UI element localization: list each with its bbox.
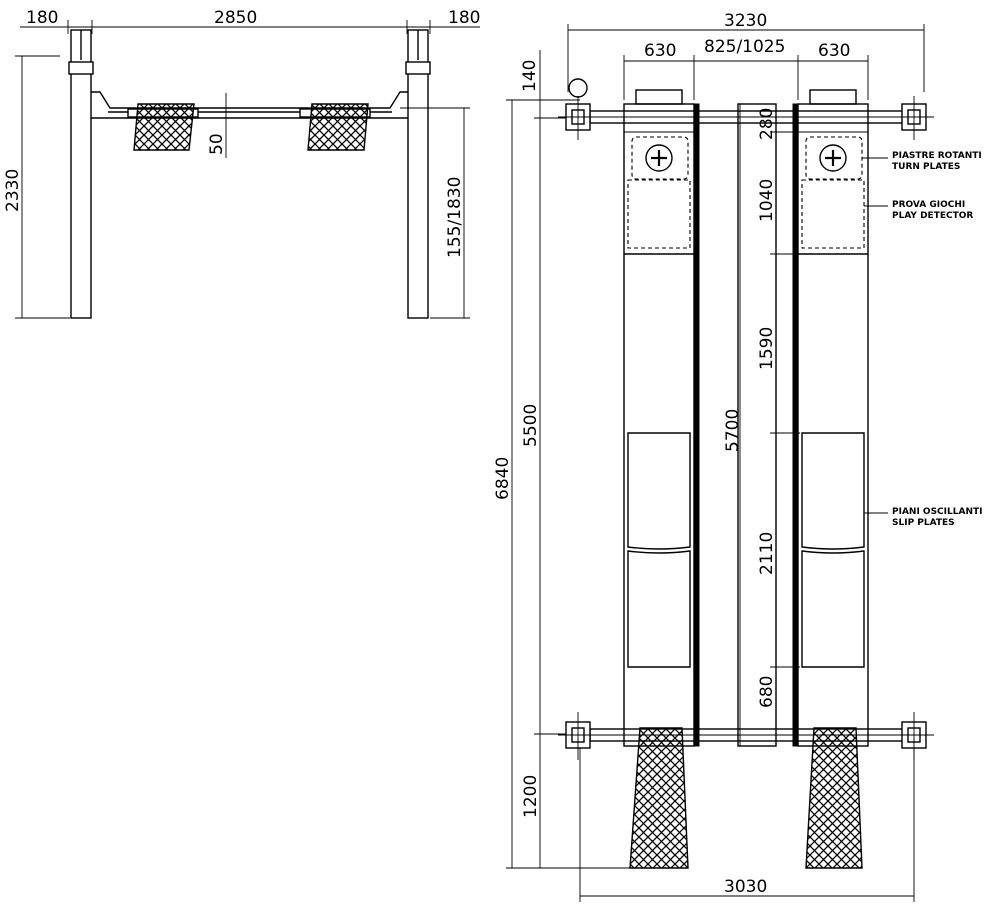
dim-pad-offset: 50 bbox=[207, 133, 227, 155]
dim-track-width-left: 630 bbox=[644, 41, 676, 61]
dim-front-overhang: 140 bbox=[520, 60, 540, 92]
dim-runway-length: 5700 bbox=[723, 409, 743, 452]
right-post bbox=[405, 29, 431, 319]
dim-post-width-right: 180 bbox=[448, 8, 480, 28]
svg-text:PIANI OSCILLANTI: PIANI OSCILLANTI bbox=[892, 507, 982, 517]
plan-post-rear-right bbox=[894, 712, 934, 760]
label-slip-plates: PIANI OSCILLANTI SLIP PLATES bbox=[892, 507, 982, 528]
runway-right bbox=[792, 89, 869, 747]
plan-ramp-right bbox=[805, 727, 863, 869]
plan-front-crossbeam bbox=[589, 110, 911, 124]
svg-text:PLAY DETECTOR: PLAY DETECTOR bbox=[892, 211, 973, 221]
dim-track-gap: 825/1025 bbox=[704, 37, 785, 57]
plan-post-rear-left bbox=[558, 712, 598, 760]
dim-height: 2330 bbox=[3, 169, 23, 212]
dim-post-width-left: 180 bbox=[26, 8, 58, 28]
runway-left bbox=[623, 89, 700, 747]
front-ramp-left bbox=[133, 103, 195, 151]
front-ramp-right bbox=[307, 103, 369, 151]
plan-view: 3230 630 825/1025 630 140 6840 5500 1200… bbox=[493, 11, 982, 902]
svg-text:SLIP PLATES: SLIP PLATES bbox=[892, 518, 955, 528]
dim-play-detector-length: 1040 bbox=[757, 179, 777, 222]
plan-ramp-left bbox=[629, 727, 689, 869]
dim-slip-plates-length: 2110 bbox=[757, 532, 777, 575]
dim-post-spacing: 5500 bbox=[521, 404, 541, 447]
dim-rear-section: 680 bbox=[757, 676, 777, 708]
dim-overall-width: 3230 bbox=[724, 11, 767, 31]
dim-overall-length: 6840 bbox=[493, 457, 513, 500]
left-post bbox=[68, 29, 94, 319]
plan-post-front-right bbox=[894, 96, 934, 140]
svg-text:PROVA GIOCHI: PROVA GIOCHI bbox=[892, 200, 965, 210]
dim-ramp-length: 1200 bbox=[521, 775, 541, 818]
dim-middle-section: 1590 bbox=[757, 327, 777, 370]
label-turn-plates: PIASTRE ROTANTI TURN PLATES bbox=[892, 151, 982, 172]
svg-text:TURN PLATES: TURN PLATES bbox=[892, 162, 960, 172]
plan-post-front-left bbox=[558, 78, 598, 140]
label-play-detector: PROVA GIOCHI PLAY DETECTOR bbox=[892, 200, 973, 221]
dim-post-centers: 3030 bbox=[724, 877, 767, 897]
svg-text:PIASTRE ROTANTI: PIASTRE ROTANTI bbox=[892, 151, 982, 161]
dim-track-width-right: 630 bbox=[818, 41, 850, 61]
dim-span: 2850 bbox=[214, 8, 257, 28]
dim-turn-plate-offset: 280 bbox=[757, 108, 777, 140]
plan-rear-crossbeam bbox=[589, 728, 911, 742]
front-view: 180 2850 180 50 bbox=[3, 8, 480, 319]
dim-lift-height: 155/1830 bbox=[445, 177, 465, 258]
